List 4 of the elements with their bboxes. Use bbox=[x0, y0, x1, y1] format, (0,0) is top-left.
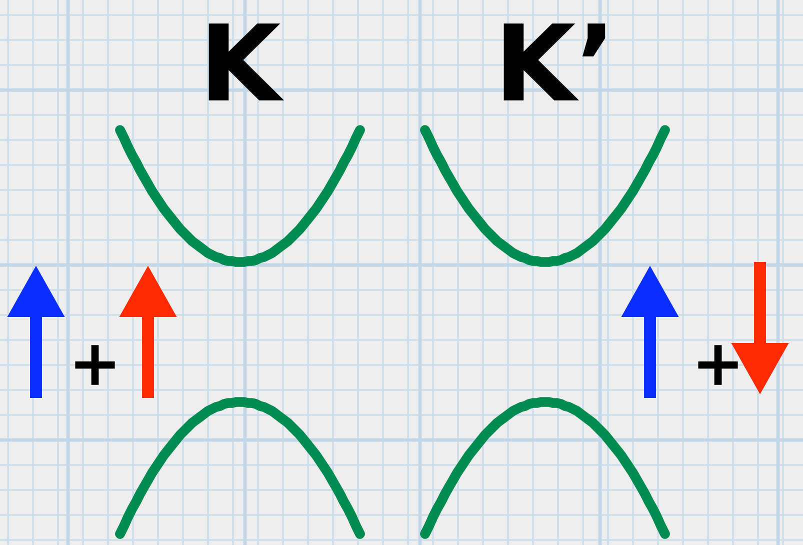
plus-sign: + bbox=[75, 345, 115, 385]
plus-sign: + bbox=[698, 345, 738, 385]
valley-label: K’ bbox=[504, 24, 606, 100]
valley-label: K bbox=[208, 24, 284, 100]
